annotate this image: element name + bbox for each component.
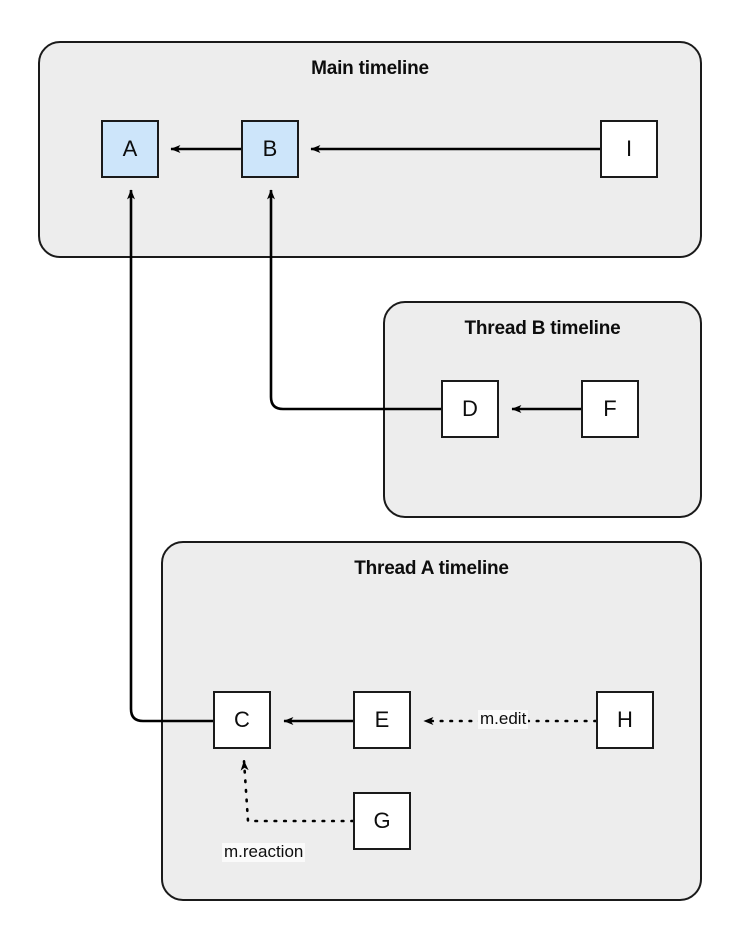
node-g-label: G xyxy=(373,808,391,833)
group-title-thread-b-timeline: Thread B timeline xyxy=(464,318,621,339)
edge-label-m-reaction: m.reaction xyxy=(222,842,306,862)
edge-label-m-edit: m.edit xyxy=(478,709,529,729)
node-b[interactable]: B xyxy=(241,120,299,178)
node-g[interactable]: G xyxy=(353,792,411,850)
node-e[interactable]: E xyxy=(353,691,411,749)
node-f-label: F xyxy=(603,396,617,421)
node-a-label: A xyxy=(122,136,138,161)
node-f[interactable]: F xyxy=(581,380,639,438)
node-i-label: I xyxy=(625,136,633,161)
node-a[interactable]: A xyxy=(101,120,159,178)
group-title-thread-a-timeline: Thread A timeline xyxy=(354,558,509,579)
group-title-main-timeline: Main timeline xyxy=(311,58,429,79)
node-b-label: B xyxy=(262,136,278,161)
node-c-label: C xyxy=(234,707,250,732)
node-e-label: E xyxy=(374,707,390,732)
node-i[interactable]: I xyxy=(600,120,658,178)
node-c[interactable]: C xyxy=(213,691,271,749)
node-h-label: H xyxy=(617,707,633,732)
node-d[interactable]: D xyxy=(441,380,499,438)
node-h[interactable]: H xyxy=(596,691,654,749)
node-d-label: D xyxy=(462,396,478,421)
